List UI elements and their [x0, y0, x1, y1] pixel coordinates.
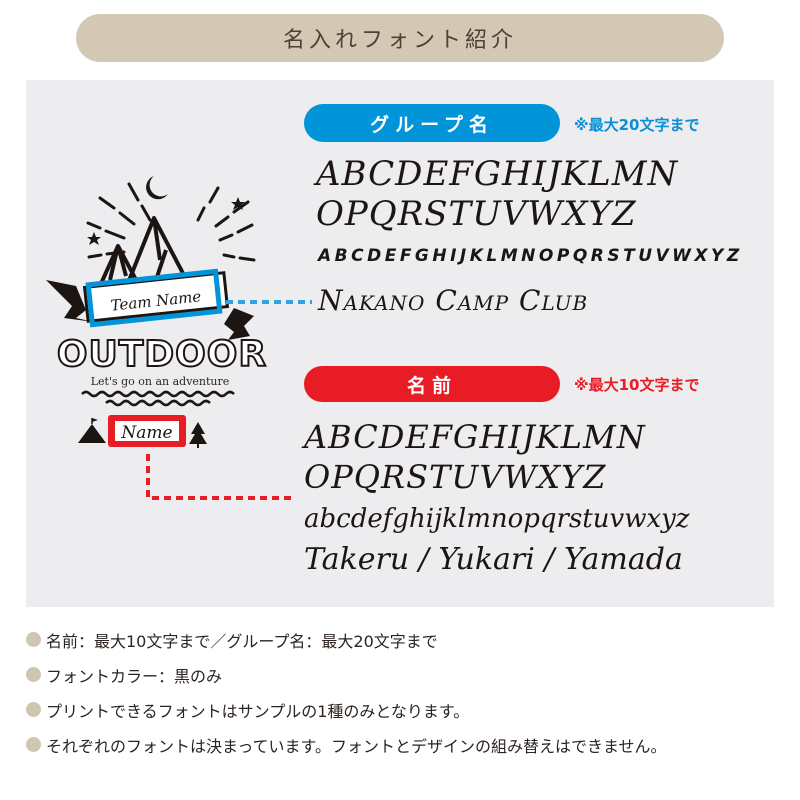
note-item: プリントできるフォントはサンプルの1種のみとなります。: [26, 692, 666, 727]
group-font-sample-upper-2: OPQRSTUVWXYZ: [316, 194, 637, 234]
bullet-dot-icon: [26, 702, 41, 717]
sun-rays-icon: [86, 182, 256, 262]
logo-tagline: Let's go on an adventure: [91, 375, 230, 388]
note-text: それぞれのフォントは決まっています。フォントとデザインの組み替えはできません。: [46, 736, 667, 756]
logo-outdoor-title: OUTDOOR: [57, 334, 267, 375]
group-name-limit-note: ※最大20文字まで: [574, 116, 700, 134]
name-font-sample-upper-1: ABCDEFGHIJKLMN: [304, 418, 646, 456]
bullet-dot-icon: [26, 737, 41, 752]
tent-icon: [78, 424, 106, 443]
logo-name: Name: [120, 423, 172, 443]
group-name-label: グループ名: [304, 104, 560, 142]
note-item: それぞれのフォントは決まっています。フォントとデザインの組み替えはできません。: [26, 727, 666, 762]
group-font-sample-caps: ABCDEFGHIJKLMNOPQRSTUVWXYZ: [318, 246, 743, 266]
note-text: フォントカラー：黒のみ: [46, 666, 223, 686]
bullet-dot-icon: [26, 632, 41, 647]
font-sample-panel: Team Name OUTDOOR Let's go on an adventu…: [26, 80, 774, 607]
name-font-sample-upper-2: OPQRSTUVWXYZ: [304, 458, 607, 496]
page-title: 名入れフォント紹介: [282, 28, 517, 53]
star-icon: [231, 197, 245, 210]
name-label: 名前: [304, 366, 560, 402]
notes-list: 名前：最大10文字まで／グループ名：最大20文字まで フォントカラー：黒のみ プ…: [26, 622, 666, 762]
ribbon-banner: [46, 280, 254, 340]
wave-divider: [81, 390, 235, 398]
group-font-sample-upper-1: ABCDEFGHIJKLMN: [316, 154, 679, 194]
group-name-label-text: グループ名: [370, 113, 494, 136]
note-item: 名前：最大10文字まで／グループ名：最大20文字まで: [26, 622, 666, 657]
note-text: 名前：最大10文字まで／グループ名：最大20文字まで: [46, 631, 438, 651]
star-icon: [87, 232, 101, 245]
outdoor-logo-illustration: Team Name OUTDOOR Let's go on an adventu…: [46, 176, 312, 500]
wave-divider: [105, 399, 211, 407]
name-font-sample-lower: abcdefghijklmnopqrstuvwxyz: [304, 504, 690, 534]
team-name-highlight: [85, 268, 223, 328]
note-item: フォントカラー：黒のみ: [26, 657, 666, 692]
moon-icon: [146, 176, 168, 200]
header-title-pill: 名入れフォント紹介: [76, 14, 724, 62]
name-label-text: 名前: [406, 374, 457, 397]
group-font-sample-example: Nakano Camp Club: [318, 284, 589, 317]
note-text: プリントできるフォントはサンプルの1種のみとなります。: [46, 701, 470, 721]
name-limit-note: ※最大10文字まで: [574, 376, 700, 394]
name-font-sample-example: Takeru / Yukari / Yamada: [304, 542, 683, 577]
tree-icon: [189, 422, 207, 444]
name-connector-line: [146, 454, 296, 500]
bullet-dot-icon: [26, 667, 41, 682]
